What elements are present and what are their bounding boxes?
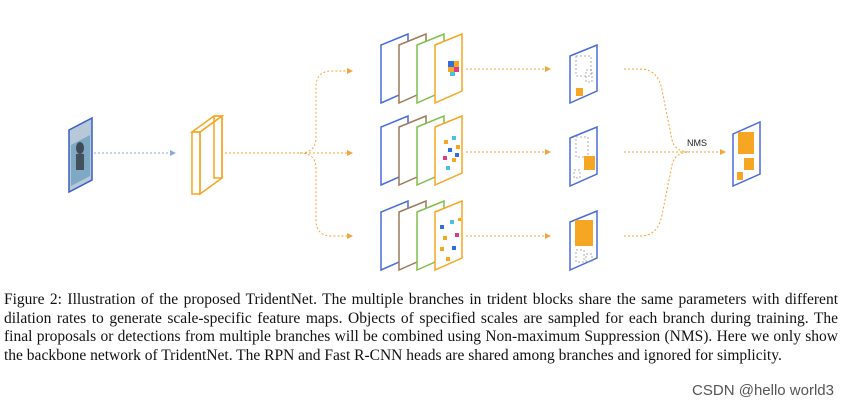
branch-2-feature-maps: [380, 114, 463, 187]
nms-merge-arrows: [624, 68, 726, 237]
nms-label: NMS: [687, 138, 707, 148]
branch-3-proposals: [569, 209, 598, 272]
csdn-watermark: CSDN @hello world3: [692, 382, 834, 399]
figure-caption: Figure 2: Illustration of the proposed T…: [4, 291, 838, 364]
branch-1-feature-maps: [380, 32, 463, 105]
input-image: [68, 116, 93, 194]
fan-out-arrows: [225, 68, 353, 239]
final-detections: [732, 120, 761, 188]
tridentnet-figure: NMS: [68, 32, 761, 272]
branch-1-proposals: [569, 43, 598, 105]
branch-to-proposal-arrows: [466, 66, 551, 239]
backbone-feature-block: [189, 114, 225, 196]
branch-2-proposals: [569, 125, 598, 188]
branch-3-feature-maps: [380, 199, 463, 272]
